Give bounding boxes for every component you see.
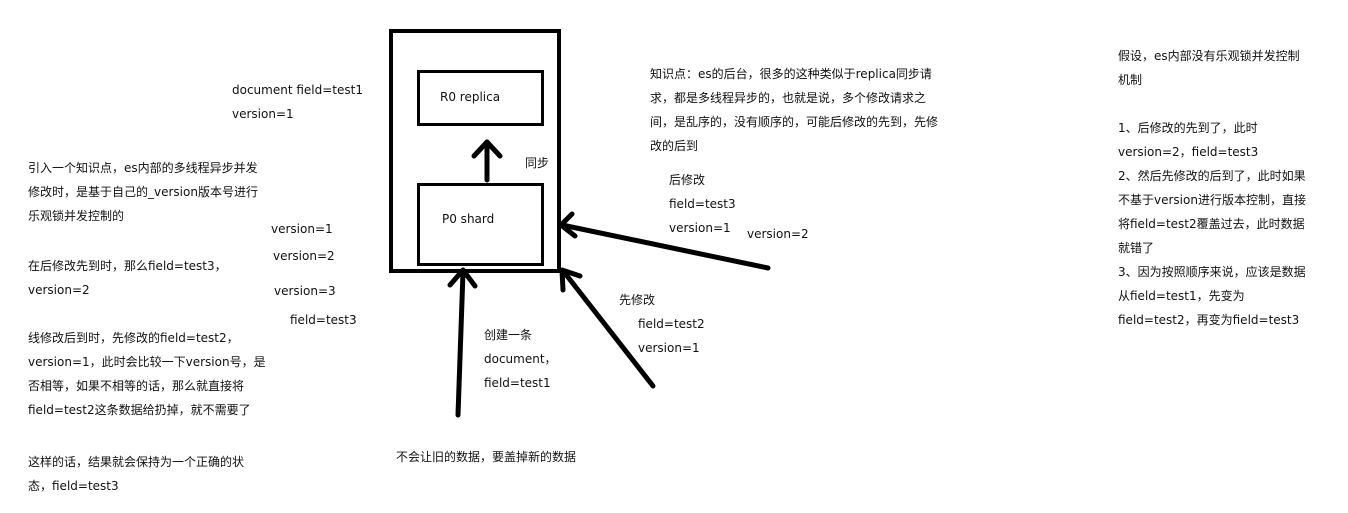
text-line: 先修改 bbox=[619, 293, 656, 307]
sync-arrow bbox=[471, 139, 503, 183]
text-line: version=1，此时会比较一下version号，是 bbox=[28, 355, 266, 369]
text-line: 后修改 bbox=[669, 173, 706, 187]
text-line: 就错了 bbox=[1118, 241, 1155, 255]
version-2-label: version=2 bbox=[273, 249, 335, 263]
text-line: field=test3 bbox=[669, 197, 736, 211]
text-line: 修改时，是基于自己的_version版本号进行 bbox=[28, 185, 258, 199]
text-line: version=1 bbox=[669, 221, 731, 235]
text-line: 不基于version进行版本控制，直接 bbox=[1118, 193, 1306, 207]
text-line: 间，是乱序的，没有顺序的，可能后修改的先到，先修 bbox=[650, 115, 939, 129]
text-line: field=test1 bbox=[484, 376, 551, 390]
text-line: 假设，es内部没有乐观锁并发控制 bbox=[1118, 49, 1300, 63]
text-line: field=test2这条数据给扔掉，就不需要了 bbox=[28, 403, 251, 417]
text-line: 这样的话，结果就会保持为一个正确的状 bbox=[28, 455, 245, 469]
text-line: 知识点：es的后台，很多的这种类似于replica同步请 bbox=[650, 67, 932, 81]
document-note: document field=test1 version=1 bbox=[232, 78, 363, 126]
text-line: version=2 bbox=[28, 283, 90, 297]
text-line: field=test2 bbox=[638, 317, 705, 331]
text-line: 1、后修改的先到了，此时 bbox=[1118, 121, 1258, 135]
first-modify-arrow bbox=[559, 267, 656, 389]
text-line: 乐观锁并发控制的 bbox=[28, 209, 125, 223]
text-line: 3、因为按照顺序来说，应该是数据 bbox=[1118, 265, 1306, 279]
text-line: version=1 bbox=[638, 341, 700, 355]
hypothesis-note: 假设，es内部没有乐观锁并发控制 机制 1、后修改的先到了，此时 version… bbox=[1118, 44, 1306, 332]
later-modify-note: 后修改 field=test3 version=1 bbox=[669, 168, 736, 240]
text-line: 将field=test2覆盖过去，此时数据 bbox=[1118, 217, 1305, 231]
text-line: 态，field=test3 bbox=[28, 479, 119, 493]
no-overwrite-note: 不会让旧的数据，要盖掉新的数据 bbox=[396, 450, 577, 464]
create-arrow bbox=[447, 267, 478, 418]
later-first-note: 在后修改先到时，那么field=test3， version=2 bbox=[28, 254, 227, 302]
earlier-later-note: 线修改后到时，先修改的field=test2， version=1，此时会比较一… bbox=[28, 326, 266, 422]
text-line: 引入一个知识点，es内部的多线程异步并发 bbox=[28, 161, 258, 175]
text-line: 创建一条 bbox=[484, 328, 533, 342]
text-line: 在后修改先到时，那么field=test3， bbox=[28, 259, 227, 273]
field-test3-label: field=test3 bbox=[290, 313, 357, 327]
text-line: 求，都是多线程异步的，也就是说，多个修改请求之 bbox=[650, 91, 927, 105]
text-line: 2、然后先修改的后到了，此时如果 bbox=[1118, 169, 1306, 183]
replica-shard-box: R0 replica bbox=[417, 70, 544, 126]
shard-label: P0 shard bbox=[442, 212, 495, 226]
create-document-note: 创建一条 document， field=test1 bbox=[484, 323, 557, 395]
text-line: 机制 bbox=[1118, 73, 1143, 87]
primary-shard-box: P0 shard bbox=[417, 183, 544, 266]
text-line: 改的后到 bbox=[650, 139, 699, 153]
later-modify-arrow bbox=[558, 211, 771, 271]
text-line: 否相等，如果不相等的话，那么就直接将 bbox=[28, 379, 245, 393]
intro-note: 引入一个知识点，es内部的多线程异步并发 修改时，是基于自己的_version版… bbox=[28, 156, 258, 228]
text-line: document field=test1 bbox=[232, 83, 363, 97]
knowledge-note: 知识点：es的后台，很多的这种类似于replica同步请 求，都是多线程异步的，… bbox=[650, 62, 938, 158]
node-box: R0 replica P0 shard bbox=[389, 29, 561, 273]
version-3-label: version=3 bbox=[274, 284, 336, 298]
text-line: version=1 bbox=[232, 107, 294, 121]
text-line: 线修改后到时，先修改的field=test2， bbox=[28, 331, 239, 345]
result-note: 这样的话，结果就会保持为一个正确的状 态，field=test3 bbox=[28, 450, 244, 498]
text-line: document， bbox=[484, 352, 557, 366]
later-modify-version2: version=2 bbox=[747, 227, 809, 241]
text-line: field=test2，再变为field=test3 bbox=[1118, 313, 1300, 327]
version-1-label: version=1 bbox=[271, 222, 333, 236]
replica-label: R0 replica bbox=[440, 90, 501, 104]
first-modify-note: 先修改 field=test2 version=1 bbox=[619, 288, 705, 360]
sync-label: 同步 bbox=[525, 156, 550, 170]
text-line: 从field=test1，先变为 bbox=[1118, 289, 1245, 303]
text-line: version=2，field=test3 bbox=[1118, 145, 1259, 159]
